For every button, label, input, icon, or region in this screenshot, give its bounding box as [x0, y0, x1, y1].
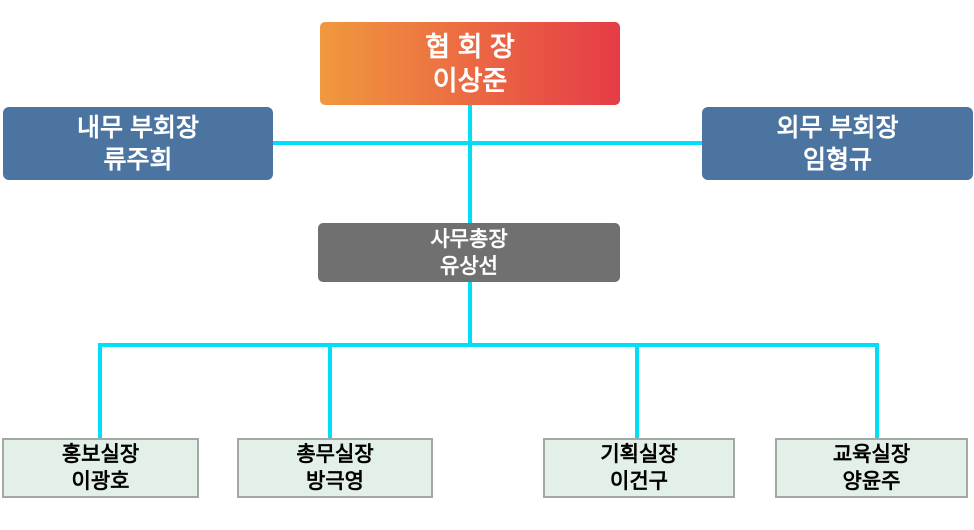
general-affairs-director-title: 총무실장 — [296, 443, 374, 466]
internal-vp-name: 류주희 — [103, 145, 173, 174]
chairman-title: 협 회 장 — [425, 31, 515, 62]
connector-directors-horizontal — [98, 343, 879, 347]
node-external-vice-chairman: 외무 부회장 임형규 — [702, 107, 973, 180]
planning-director-name: 이건구 — [610, 470, 668, 493]
node-chairman: 협 회 장 이상준 — [320, 22, 620, 105]
chairman-name: 이상준 — [432, 65, 508, 96]
connector-secretary-to-branch — [468, 282, 472, 347]
node-secretary-general: 사무총장 유상선 — [318, 223, 620, 282]
external-vp-name: 임형규 — [802, 145, 872, 174]
node-internal-vice-chairman: 내무 부회장 류주희 — [3, 107, 273, 180]
secretary-general-title: 사무총장 — [430, 227, 508, 251]
internal-vp-title: 내무 부회장 — [77, 113, 199, 142]
pr-director-name: 이광호 — [71, 470, 130, 493]
planning-director-title: 기획실장 — [600, 443, 678, 466]
node-pr-director: 홍보실장 이광호 — [2, 438, 199, 498]
connector-drop-education-director — [875, 343, 879, 438]
connector-chairman-to-secretary — [468, 105, 472, 225]
education-director-title: 교육실장 — [832, 443, 911, 466]
general-affairs-director-name: 방극영 — [306, 470, 364, 493]
connector-vice-chairmen-horizontal — [273, 141, 702, 145]
secretary-general-name: 유상선 — [440, 254, 498, 278]
connector-drop-pr-director — [98, 343, 102, 438]
external-vp-title: 외무 부회장 — [776, 113, 899, 142]
node-education-director: 교육실장 양윤주 — [775, 438, 968, 498]
pr-director-title: 홍보실장 — [61, 443, 140, 466]
node-general-affairs-director: 총무실장 방극영 — [237, 438, 433, 498]
node-planning-director: 기획실장 이건구 — [543, 438, 735, 498]
connector-drop-general-affairs-director — [328, 343, 332, 438]
education-director-name: 양윤주 — [842, 470, 901, 493]
connector-drop-planning-director — [635, 343, 639, 438]
